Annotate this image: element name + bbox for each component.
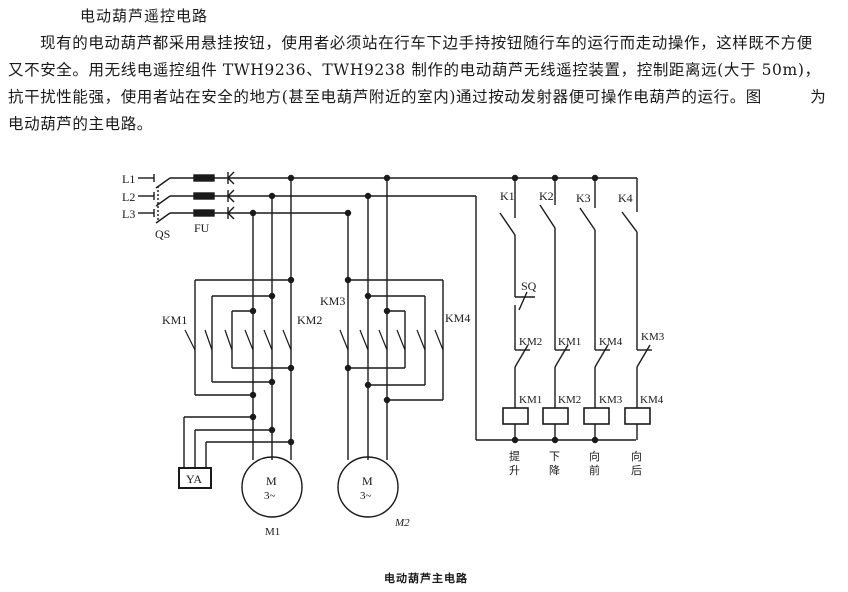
fuse-1 [193, 174, 215, 182]
svg-text:降: 降 [549, 463, 560, 477]
svg-text:3~: 3~ [264, 490, 276, 502]
svg-text:向: 向 [631, 449, 642, 463]
km2-label: KM2 [297, 313, 322, 327]
svg-text:3~: 3~ [360, 490, 372, 502]
interlock-4: KM3 [641, 331, 665, 343]
svg-text:后: 后 [631, 464, 642, 477]
control-circuit: K1 K2 K3 K4 SQ KM2 KM1 KM4 KM3 KM1 KM2 K… [475, 174, 665, 477]
km3-label: KM3 [320, 294, 345, 308]
label-l2: L2 [122, 190, 135, 204]
k3-label: K3 [576, 191, 591, 205]
m2-feed: KM3 KM4 [320, 174, 470, 460]
interlock-3: KM4 [599, 336, 623, 348]
interlock-2: KM1 [558, 336, 581, 348]
brake-label: YA [186, 472, 202, 486]
fu-label: FU [194, 221, 210, 235]
motor-m1: M 3~ M1 [241, 456, 303, 538]
fuse-2 [193, 192, 215, 200]
svg-text:向: 向 [589, 449, 600, 463]
function-labels: 提 升 下 降 向 前 向 后 [509, 449, 642, 477]
interlock-1: KM2 [519, 336, 542, 348]
label-l1: L1 [122, 172, 135, 186]
km4-label: KM4 [445, 311, 470, 325]
qs-label: QS [155, 227, 170, 241]
m2-label: M2 [394, 517, 410, 529]
coil-1-label: KM1 [519, 394, 542, 406]
coil-4-label: KM4 [640, 394, 664, 406]
motor-m2: M 3~ M2 [337, 456, 410, 529]
figure-caption: 电动葫芦主电路 [384, 572, 468, 585]
coil-2-label: KM2 [558, 394, 581, 406]
brake-ya: YA [178, 413, 295, 489]
svg-text:M: M [266, 474, 277, 488]
m1-label: M1 [265, 526, 280, 538]
brake-box [178, 467, 212, 489]
sq-label: SQ [521, 279, 537, 293]
heading: 电动葫芦遥控电路 [80, 7, 209, 25]
k1-label: K1 [500, 189, 515, 203]
coil-3-label: KM3 [599, 394, 623, 406]
fuse-3 [193, 209, 215, 217]
svg-text:提: 提 [509, 450, 520, 463]
km1-label: KM1 [162, 313, 187, 327]
qs-blade-2 [155, 195, 171, 207]
k4-label: K4 [618, 191, 633, 205]
m1-feed [249, 174, 295, 460]
paragraph-text: 现有的电动葫芦都采用悬挂按钮，使用者必须站在行车下边手持按钮随行车的运行而走动操… [8, 34, 827, 133]
label-l3: L3 [122, 207, 135, 221]
svg-text:升: 升 [509, 464, 520, 477]
supply-lines: L1 L2 L3 QS FU [122, 171, 500, 241]
terminal-k-marks [227, 171, 235, 220]
svg-text:M: M [362, 474, 373, 488]
svg-text:前: 前 [589, 463, 600, 477]
k2-label: K2 [539, 189, 554, 203]
km1-km2-wiring: KM1 KM2 [162, 276, 322, 399]
branch-lines [499, 178, 652, 444]
qs-blade-3 [155, 212, 171, 224]
body-paragraph: 现有的电动葫芦都采用悬挂按钮，使用者必须站在行车下边手持按钮随行车的运行而走动操… [8, 30, 828, 138]
svg-text:下: 下 [549, 451, 560, 463]
